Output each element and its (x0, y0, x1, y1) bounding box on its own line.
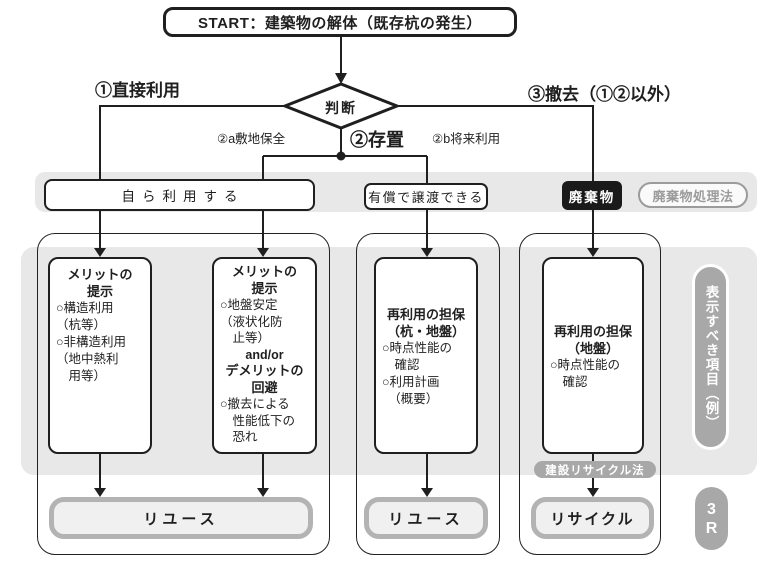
node-transfer-for-value: 有償で譲渡できる (364, 183, 488, 210)
outcome-reuse-direct: リユース (49, 497, 313, 539)
box-merit-ground-body1: ○地盤安定 （液状化防 止等） (220, 298, 283, 345)
container-direct-use-column (37, 233, 330, 555)
outcome-reuse-retain-label: リユース (388, 510, 464, 528)
badge-waste-disposal-law: 廃棄物処理法 (638, 182, 748, 208)
box-demerit-body: ○撤去による 性能低下の 恐れ (220, 397, 296, 444)
arrowhead-guarantee-ground (587, 248, 599, 257)
badge-construction-recycle-law-label: 建設リサイクル法 (545, 464, 645, 477)
junction-dot (336, 151, 346, 161)
node-waste: 廃棄物 (562, 181, 622, 210)
box-guarantee-ground-body: ○時点性能の 確認 (550, 358, 621, 389)
arrowhead-reuse2 (421, 488, 433, 497)
box-guarantee-pile-ground: 再利用の担保 （杭・地盤） ○時点性能の 確認 ○利用計画 （概要） (374, 257, 478, 454)
outcome-reuse-direct-label: リユース (143, 510, 219, 528)
container-retain-column (356, 233, 500, 555)
badge-construction-recycle-law: 建設リサイクル法 (534, 461, 656, 478)
line-branch1-direct-use (99, 105, 285, 179)
arrowhead-reuse1a (94, 488, 106, 497)
box-merit-structural-title: メリットの 提示 (67, 267, 133, 299)
container-removal-column (519, 233, 661, 555)
box-merit-ground: メリットの 提示 ○地盤安定 （液状化防 止等） and/or デメリットの 回… (212, 257, 317, 454)
box-merit-ground-title: メリットの 提示 (231, 264, 297, 296)
arrowhead-recycle (587, 488, 599, 497)
arrowheads (94, 73, 599, 497)
node-self-use: 自ら利用する (44, 179, 315, 211)
connector-lines (99, 37, 594, 488)
arrowhead-decision (335, 73, 347, 84)
label-branch2b-future-use: ②b将来利用 (432, 132, 501, 146)
node-waste-label: 廃棄物 (568, 189, 616, 205)
label-branch2-retain: ②存置 (350, 130, 404, 150)
box-merit-structural-body: ○構造利用 （杭等） ○非構造利用 （地中熱利 用等） (56, 301, 127, 383)
label-branch1-direct-use: ①直接利用 (95, 81, 180, 100)
box-merit-structural: メリットの 提示 ○構造利用 （杭等） ○非構造利用 （地中熱利 用等） (48, 257, 152, 454)
outcome-recycle: リサイクル (531, 497, 654, 539)
box-merit-ground-andor: and/or (245, 347, 284, 362)
start-node-label: START：建築物の解体（既存杭の発生） (198, 14, 482, 32)
decision-diamond (280, 82, 402, 130)
box-guarantee-ground: 再利用の担保 （地盤） ○時点性能の 確認 (542, 257, 644, 454)
badge-waste-disposal-law-label: 廃棄物処理法 (652, 188, 734, 204)
arrowhead-merit2 (257, 248, 269, 257)
label-branch2a-site-preservation: ②a敷地保全 (217, 132, 286, 146)
decision-node-label: 判断 (325, 100, 357, 116)
start-node: START：建築物の解体（既存杭の発生） (163, 7, 517, 37)
box-guarantee-pile-title: 再利用の担保 （杭・地盤） (386, 307, 465, 339)
outcome-recycle-label: リサイクル (550, 510, 635, 528)
node-self-use-label: 自ら利用する (121, 189, 245, 204)
box-demerit-title: デメリットの 回避 (225, 363, 304, 395)
badge-display-items-example: 表示すべき項目（例） (692, 264, 729, 450)
node-transfer-label: 有償で譲渡できる (368, 190, 484, 205)
box-guarantee-ground-title: 再利用の担保 （地盤） (553, 324, 632, 356)
box-guarantee-pile-body: ○時点性能の 確認 ○利用計画 （概要） (382, 341, 453, 406)
badge-3r: 3 R (695, 487, 728, 550)
arrowhead-reuse1b (257, 488, 269, 497)
arrowhead-merit1 (94, 248, 106, 257)
label-branch3-removal: ③撤去（①②以外） (528, 85, 681, 104)
outcome-reuse-retain: リユース (364, 497, 488, 539)
arrowhead-guarantee-pile (421, 248, 433, 257)
line-branch3-removal (397, 105, 594, 181)
